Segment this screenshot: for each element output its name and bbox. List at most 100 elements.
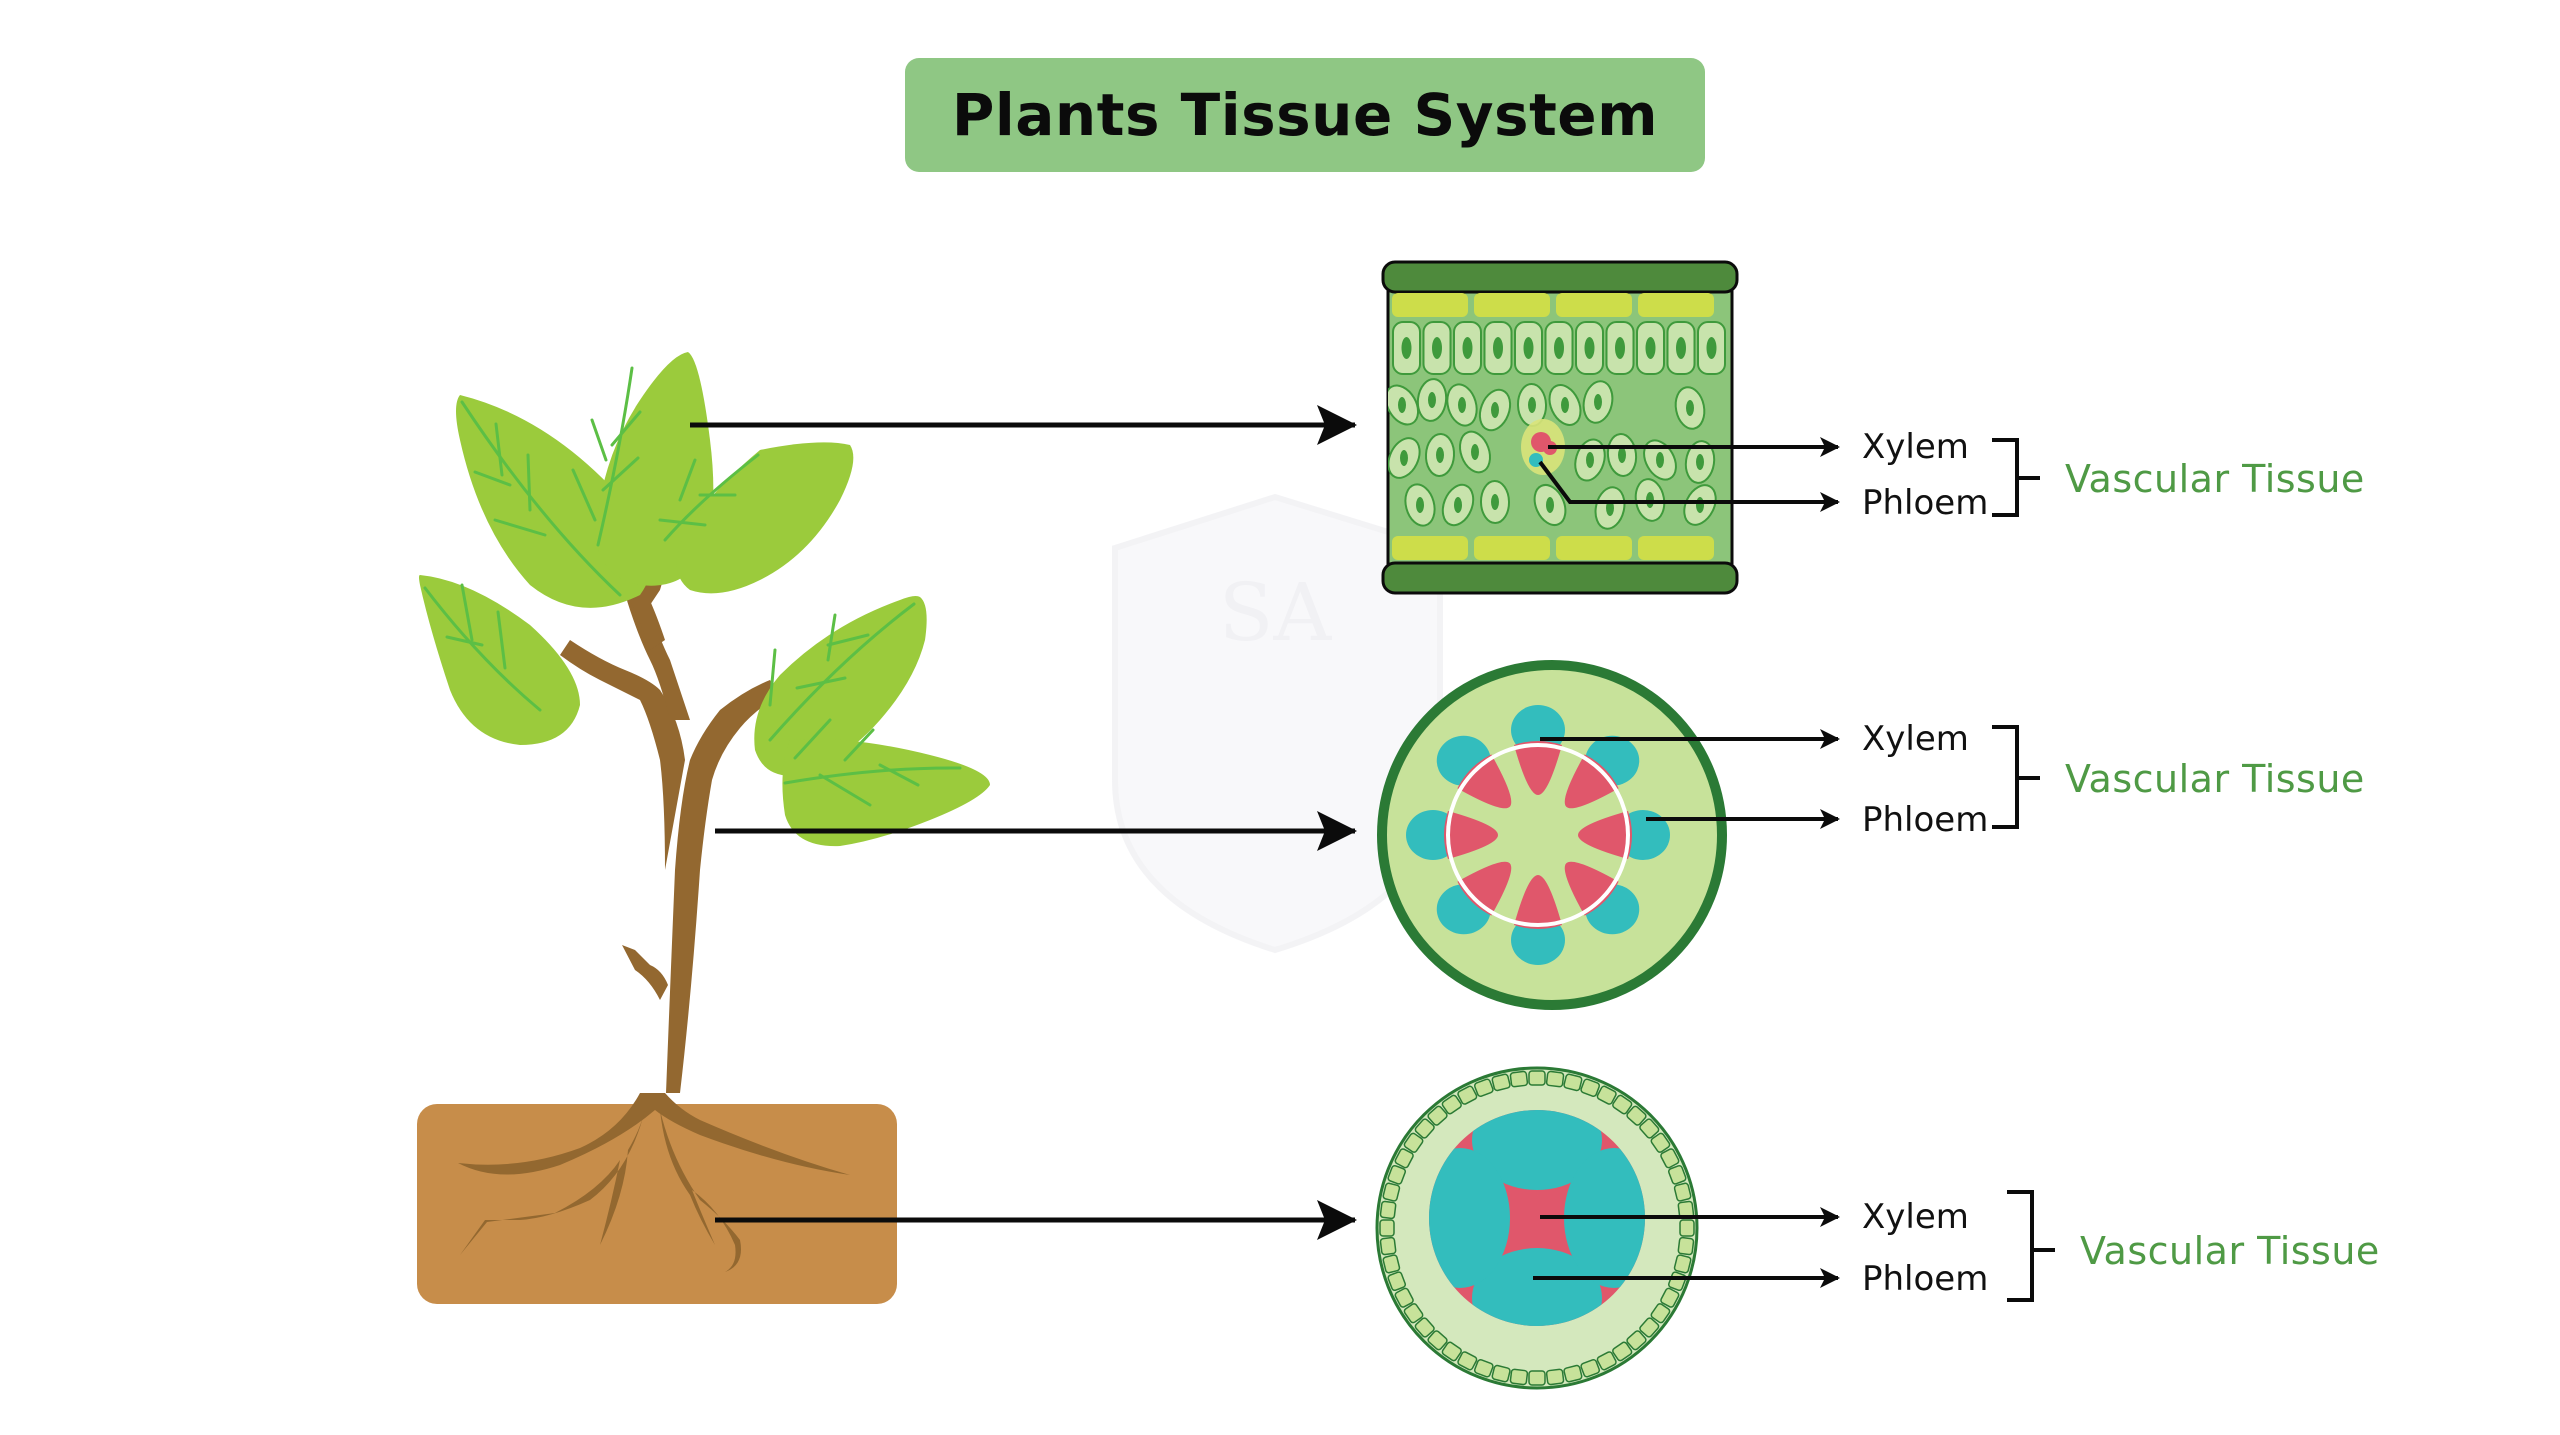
nucleus	[1523, 337, 1534, 359]
nucleus	[1584, 337, 1595, 359]
nucleus	[1458, 397, 1466, 413]
xylem-bundle	[1564, 861, 1619, 916]
cortex-cell	[1596, 1351, 1617, 1371]
cortex-cell	[1660, 1287, 1680, 1308]
nucleus	[1401, 337, 1412, 359]
cortex-cell	[1457, 1085, 1478, 1105]
nucleus	[1428, 392, 1436, 408]
soil-block	[417, 1104, 897, 1304]
cortex-cell	[1509, 1368, 1529, 1386]
cortex-cell	[1379, 1200, 1397, 1220]
stem-phloem-label: Phloem	[1862, 800, 1989, 840]
cortex-cell	[1626, 1330, 1647, 1351]
epidermis-cell	[1556, 293, 1632, 317]
cortex-cell	[1491, 1073, 1511, 1092]
cortex-cell	[1414, 1317, 1435, 1338]
cortex-cell	[1612, 1341, 1633, 1362]
stem-cross-section	[1377, 660, 1727, 1010]
cortex-cell	[1528, 1070, 1546, 1086]
xylem-bundle	[1457, 754, 1512, 809]
cortex-cell	[1457, 1351, 1478, 1371]
cortex-cell	[1441, 1094, 1462, 1115]
nucleus	[1493, 337, 1503, 359]
brackets	[1992, 438, 2055, 1302]
nucleus	[1491, 494, 1499, 510]
watermark-text: SA	[1219, 566, 1333, 659]
bracket-stem	[1992, 725, 2019, 829]
nucleus	[1618, 447, 1626, 463]
nucleus	[1676, 337, 1686, 359]
stem	[560, 530, 780, 1093]
cortex-cell	[1650, 1132, 1671, 1153]
pointer-arrows	[690, 405, 1357, 1240]
nucleus	[1586, 452, 1594, 468]
cortex-cell	[1677, 1236, 1695, 1256]
leaf-cross-section	[1381, 260, 1739, 595]
xylem-bundle	[1514, 875, 1562, 929]
root-vascular-tissue-label: Vascular Tissue	[2080, 1229, 2380, 1273]
cortex-cell	[1528, 1370, 1546, 1386]
cortex-cell	[1563, 1364, 1583, 1383]
cortex-cell	[1545, 1070, 1565, 1088]
watermark-logo: SA	[1112, 493, 1443, 954]
nucleus	[1615, 337, 1625, 359]
nucleus	[1696, 497, 1704, 513]
nucleus	[1432, 337, 1442, 359]
cortex-cell	[1379, 1219, 1395, 1237]
leaf-veins	[423, 366, 962, 807]
plant-illustration	[417, 352, 990, 1304]
upper-epidermis	[1381, 260, 1739, 294]
nucleus	[1400, 450, 1408, 466]
nucleus	[1528, 397, 1536, 413]
nucleus	[1561, 397, 1569, 413]
cortex-cell	[1427, 1105, 1448, 1126]
nucleus	[1416, 497, 1424, 513]
roots	[458, 1093, 850, 1272]
label-lines	[1533, 437, 1840, 1288]
cortex-cell	[1650, 1303, 1671, 1324]
cortex-cell	[1382, 1182, 1401, 1202]
root-xylem-label: Xylem	[1862, 1197, 1969, 1237]
cortex-cell	[1441, 1341, 1462, 1362]
epidermis-cell	[1392, 293, 1468, 317]
xylem-bundle	[1514, 741, 1562, 795]
stem-xylem-label: Xylem	[1862, 719, 1969, 759]
cortex-cell	[1379, 1236, 1397, 1256]
xylem-bundle	[1457, 861, 1512, 916]
nucleus	[1462, 337, 1473, 359]
cortex-cell	[1639, 1118, 1660, 1139]
cortex-cell	[1382, 1254, 1401, 1274]
cortex-cell	[1473, 1078, 1494, 1098]
root-phloem-label: Phloem	[1862, 1259, 1989, 1299]
cortex-cell	[1580, 1078, 1601, 1098]
nucleus	[1696, 454, 1704, 470]
bracket-leaf	[1992, 438, 2019, 517]
epidermis-cell	[1474, 536, 1550, 560]
nucleus	[1471, 444, 1479, 460]
nucleus	[1398, 397, 1406, 413]
cortex-cell	[1394, 1148, 1414, 1169]
xylem-bundle	[1564, 754, 1619, 809]
epidermis-cell	[1474, 293, 1550, 317]
cortex-cell	[1660, 1148, 1680, 1169]
cortex-cell	[1626, 1105, 1647, 1126]
lower-epidermis	[1381, 561, 1739, 595]
cortex-cell	[1403, 1132, 1424, 1153]
cortex-cell	[1403, 1303, 1424, 1324]
cortex-cell	[1673, 1254, 1692, 1274]
leaf-phloem-label: Phloem	[1862, 483, 1989, 523]
nucleus	[1436, 447, 1444, 463]
nucleus	[1686, 400, 1694, 416]
cortex-cell	[1596, 1085, 1617, 1105]
cortex-cell	[1673, 1182, 1692, 1202]
cortex-cell	[1667, 1164, 1687, 1185]
stem-vascular-tissue-label: Vascular Tissue	[2065, 757, 2365, 801]
cortex-cell	[1427, 1330, 1448, 1351]
nucleus	[1454, 497, 1462, 513]
bracket-root	[2007, 1190, 2034, 1302]
nucleus	[1554, 337, 1564, 359]
cortex-cell	[1491, 1364, 1511, 1383]
nucleus	[1546, 497, 1554, 513]
